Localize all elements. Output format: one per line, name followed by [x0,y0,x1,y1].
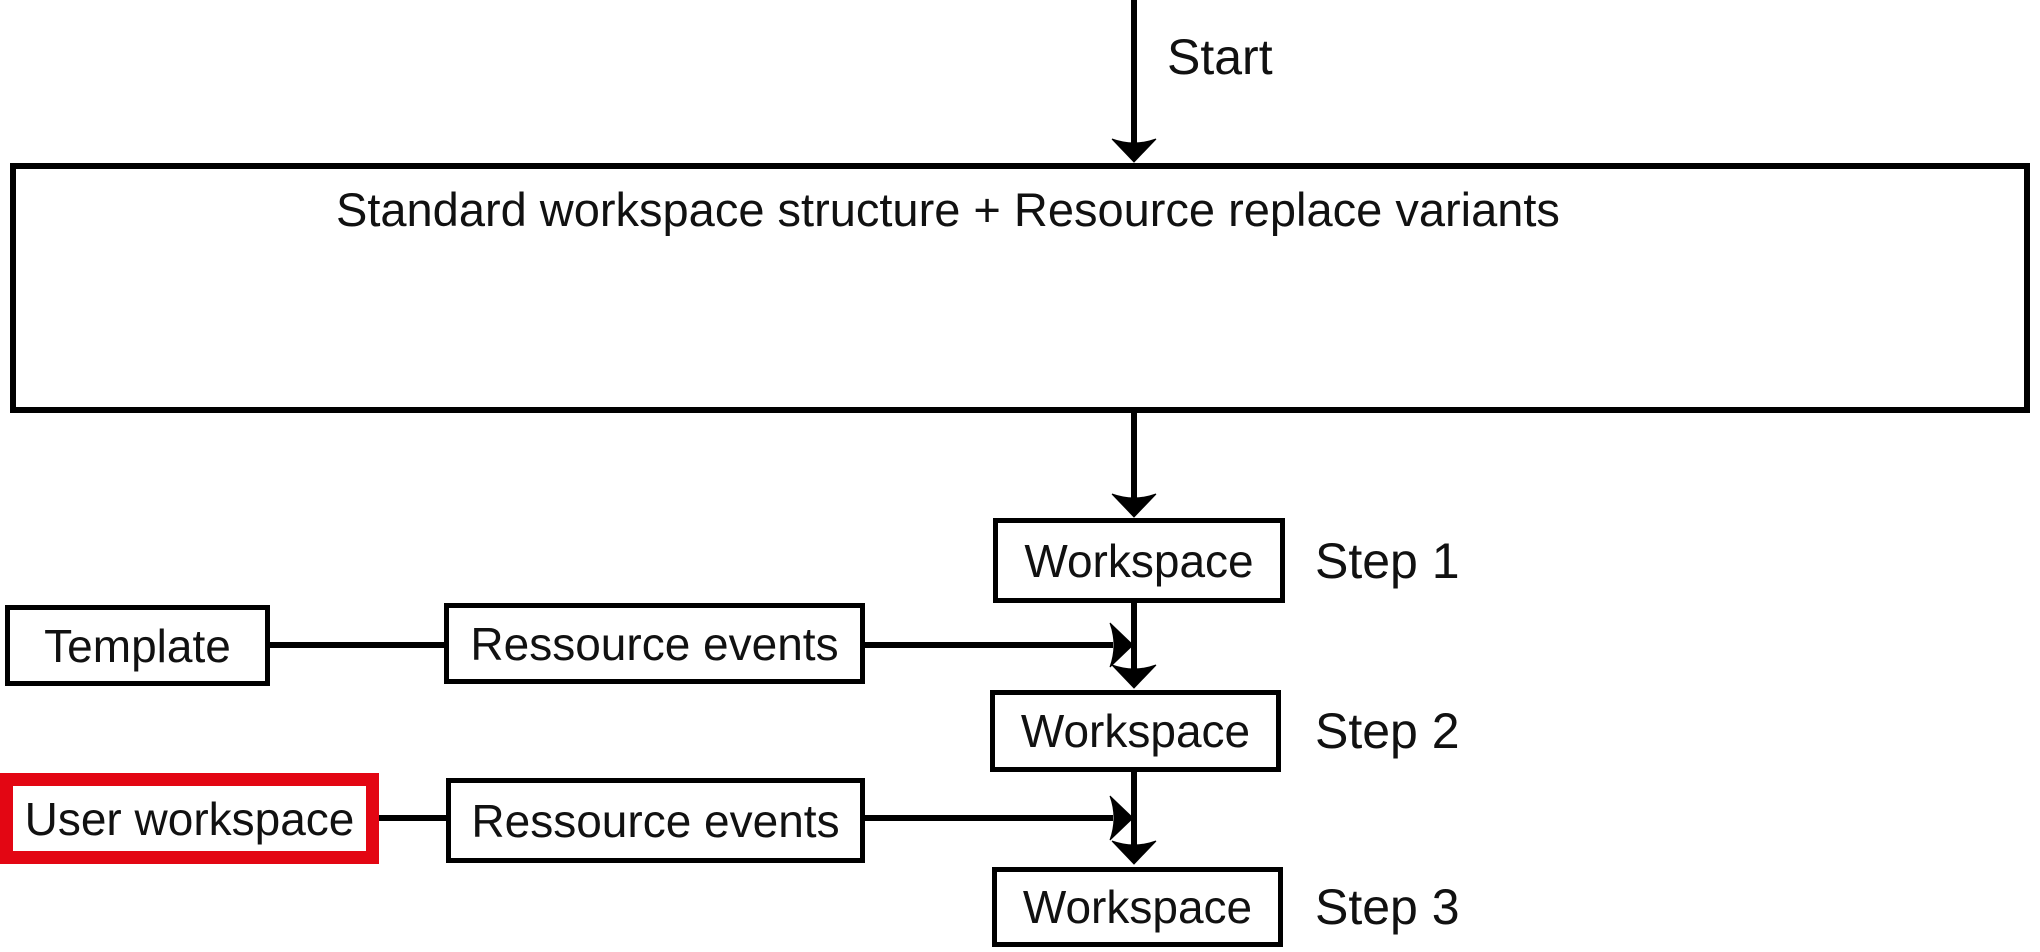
workspace-label: Workspace [1022,881,1253,933]
arrowhead-right-icon [1109,622,1134,668]
resource-events-label: Ressource events [471,794,840,847]
step3-label: Step 3 [1315,879,1460,935]
arrowhead-down-icon [1111,840,1157,865]
template-label: Template [44,619,231,672]
workspace-box-step2: Workspace [990,690,1281,772]
step2-label: Step 2 [1315,703,1460,759]
user-workspace-label: User workspace [24,792,355,845]
workspace-label: Workspace [1020,705,1251,757]
arrowhead-down-icon [1111,493,1157,518]
resource-events-box-1: Ressource events [444,603,865,684]
resource-events-label: Ressource events [470,617,839,670]
step1-label: Step 1 [1315,532,1460,589]
main-structure-box: Standard workspace structure + Resource … [10,163,2030,413]
arrowhead-down-icon [1111,138,1157,163]
resource-events-box-2: Ressource events [446,778,865,863]
workspace-label: Workspace [1024,534,1254,587]
template-box: Template [5,605,270,686]
arrowhead-right-icon [1109,795,1134,841]
main-structure-title: Standard workspace structure + Resource … [336,183,1560,236]
workspace-box-step1: Workspace [993,518,1285,603]
workspace-box-step3: Workspace [992,867,1283,947]
start-label: Start [1167,29,1273,85]
user-workspace-box: User workspace [0,773,379,864]
